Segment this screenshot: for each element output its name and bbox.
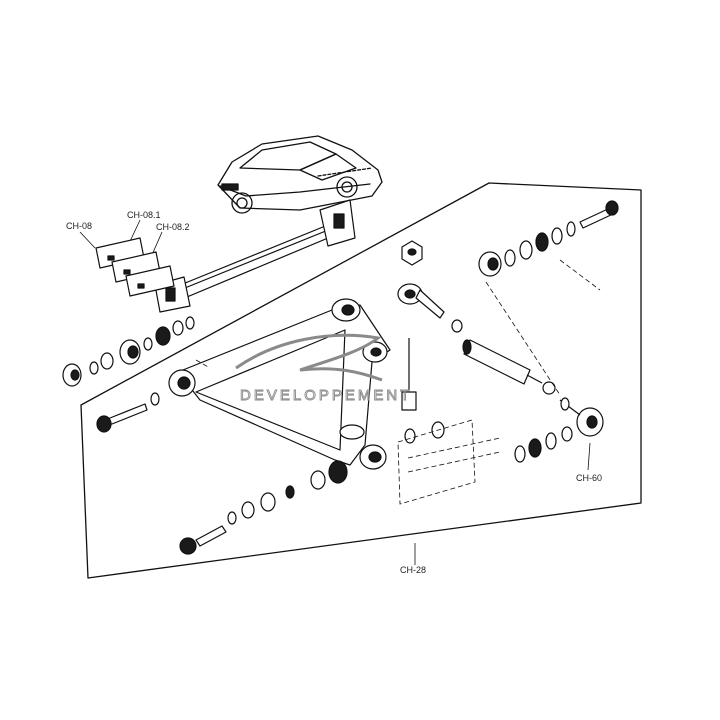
shim-plates: [95, 237, 175, 297]
watermark-swoosh: [235, 333, 383, 382]
adjuster-rod: [451, 319, 604, 437]
left-bushing-stack: [62, 316, 195, 387]
lower-bushing-stack: [179, 460, 348, 555]
upper-link-rod: [154, 199, 356, 313]
callout-ch28: CH-28: [400, 565, 426, 575]
callout-ch081: CH-08.1: [127, 210, 161, 220]
assembly-frame: [80, 182, 642, 579]
callout-ch08: CH-08: [66, 221, 92, 231]
ball-joint-assembly: [397, 240, 445, 411]
callout-ch082: CH-08.2: [156, 222, 190, 232]
lower-right-bushing-stack: [404, 421, 573, 463]
watermark-brand-text: DEVELOPPEMENT: [240, 387, 412, 404]
alignment-lines: [195, 259, 601, 505]
car-illustration: [217, 135, 383, 214]
brand-watermark: DEVELOPPEMENT: [235, 333, 412, 404]
callout-ch60: CH-60: [576, 473, 602, 483]
left-bolt: [96, 392, 160, 433]
triangular-control-arm: [168, 298, 391, 470]
upper-right-bushing-stack: [478, 200, 619, 277]
